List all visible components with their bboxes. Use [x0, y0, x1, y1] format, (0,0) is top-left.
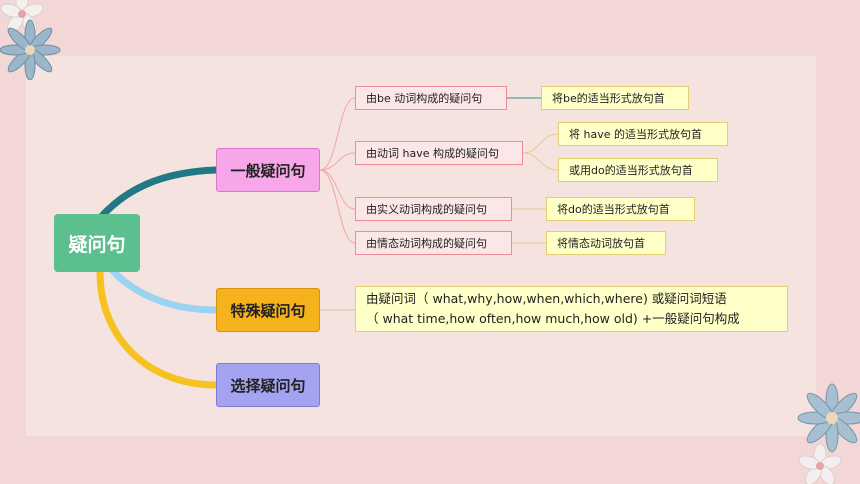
note-have-verb-2: 或用do的适当形式放句首 [558, 158, 718, 182]
node-be-verb: 由be 动词构成的疑问句 [355, 86, 507, 110]
link-general-have [319, 152, 356, 171]
node-modal-verb: 由情态动词构成的疑问句 [355, 231, 512, 255]
note-modal-verb: 将情态动词放句首 [546, 231, 666, 255]
node-choice-question: 选择疑问句 [216, 363, 320, 407]
special-question-description: 由疑问词（ what,why,how,when,which,where) 或疑问… [355, 286, 788, 332]
node-have-verb: 由动词 have 构成的疑问句 [355, 141, 523, 165]
node-special-question: 特殊疑问句 [216, 288, 320, 332]
flower-decoration-bottom-right [797, 383, 860, 484]
note-action-verb: 将do的适当形式放句首 [546, 197, 695, 221]
branch-general [96, 166, 220, 222]
flower-decoration-top-left [0, 0, 61, 80]
link-general-be [319, 97, 356, 171]
root-node: 疑问句 [54, 214, 140, 272]
branch-special [108, 266, 220, 314]
link-have-note2 [522, 152, 559, 171]
note-be-verb: 将be的适当形式放句首 [541, 86, 689, 110]
special-desc-line-1: 由疑问词（ what,why,how,when,which,where) 或疑问… [366, 291, 727, 306]
node-general-question: 一般疑问句 [216, 148, 320, 192]
link-general-modal [319, 169, 356, 244]
note-have-verb-1: 将 have 的适当形式放句首 [558, 122, 728, 146]
node-action-verb: 由实义动词构成的疑问句 [355, 197, 512, 221]
special-desc-line-2: （ what time,how often,how much,how old) … [366, 311, 740, 326]
link-have-note1 [522, 133, 559, 154]
branch-choice [96, 268, 220, 389]
